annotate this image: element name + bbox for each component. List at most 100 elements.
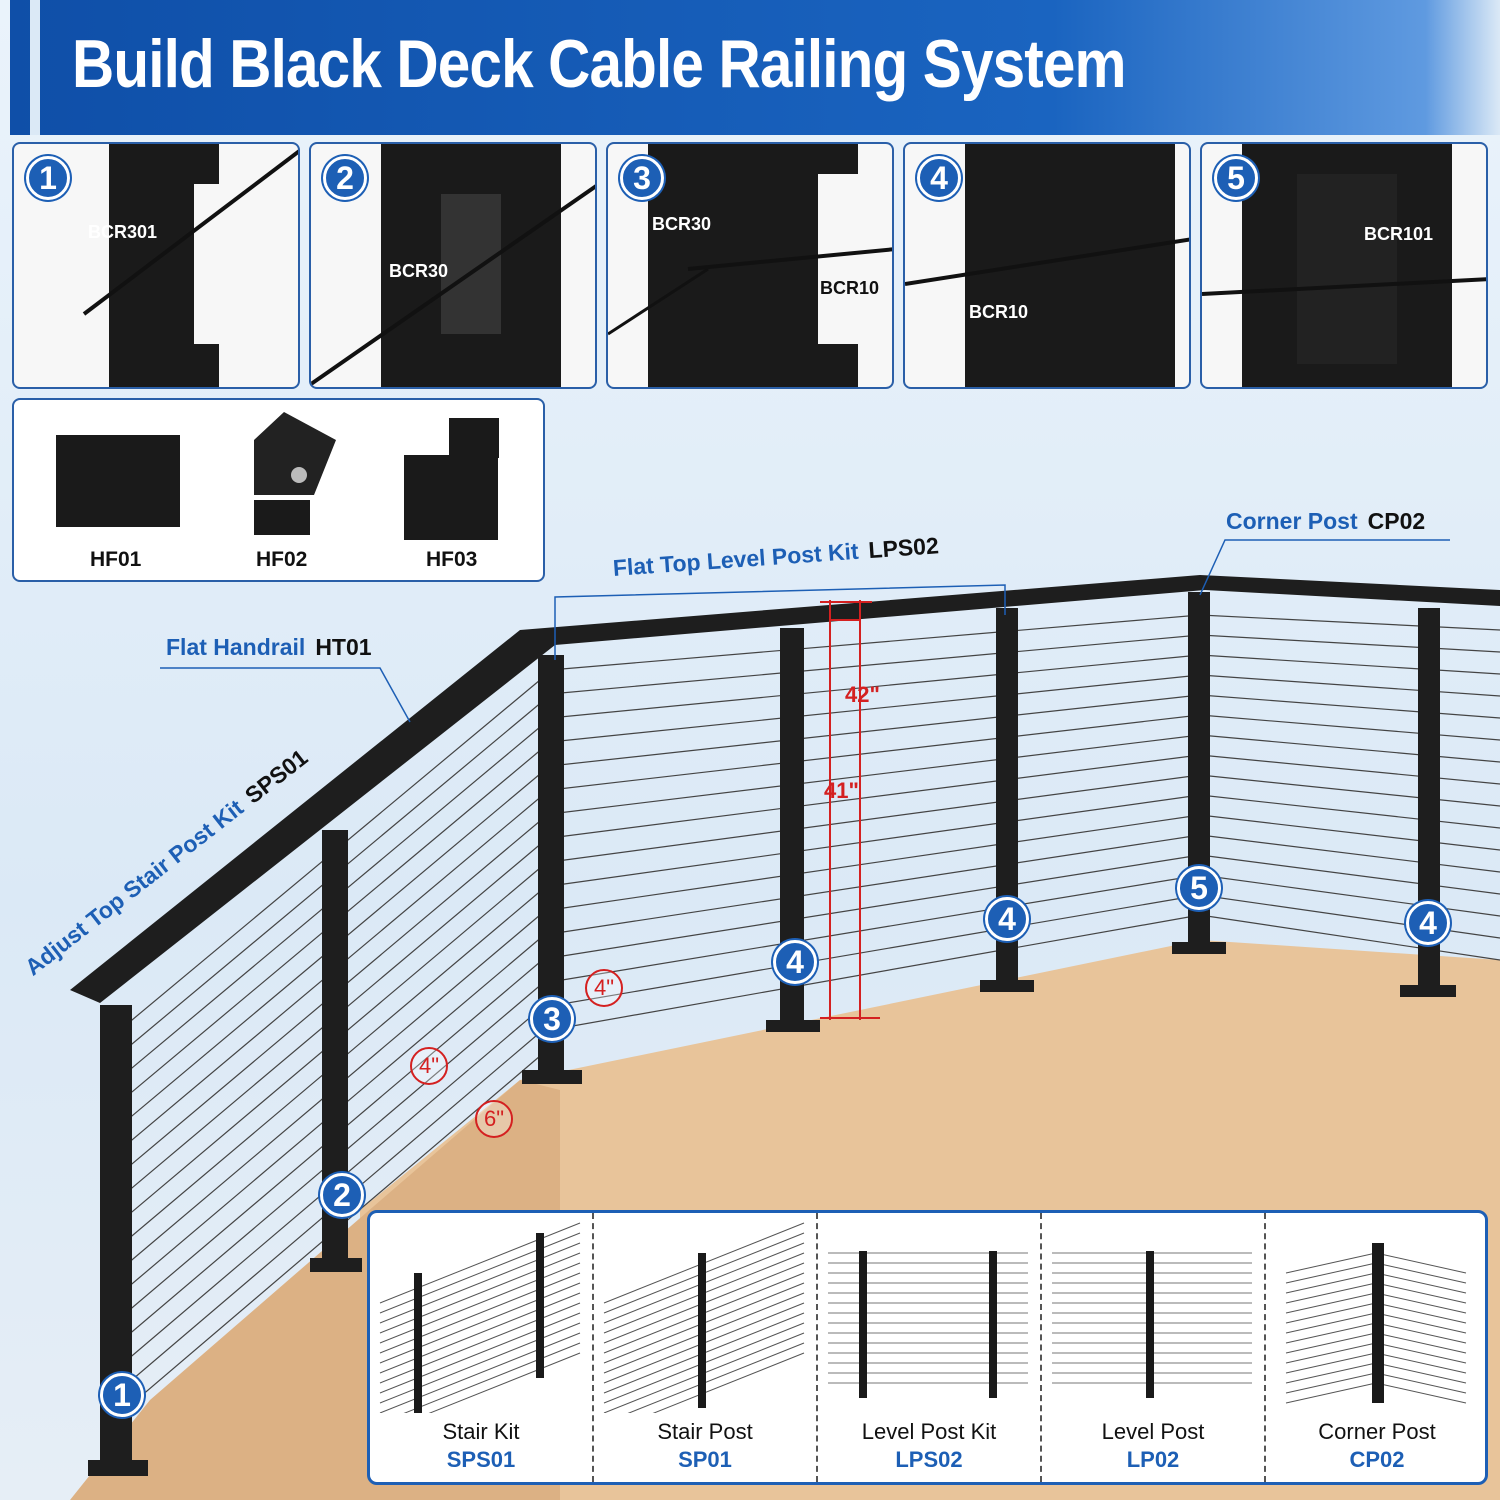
callout-code: HT01 xyxy=(315,634,372,660)
cable xyxy=(1375,1332,1467,1354)
height-dimension xyxy=(820,600,880,1020)
legend-code: LP02 xyxy=(1126,1447,1180,1472)
step-number: 3 xyxy=(620,156,664,200)
handrail xyxy=(70,575,1500,1003)
post xyxy=(1146,1251,1154,1398)
cable xyxy=(379,1322,581,1404)
cable xyxy=(1375,1352,1467,1374)
part-label: BCR10 xyxy=(969,302,1029,322)
hardware-label: HF02 xyxy=(256,548,308,571)
post xyxy=(536,1233,544,1378)
cable xyxy=(1199,714,1500,741)
cable xyxy=(1285,1382,1377,1404)
cable xyxy=(1199,814,1500,851)
marker-4: 4 xyxy=(773,940,817,984)
cable xyxy=(379,1312,581,1394)
cable xyxy=(1199,874,1500,917)
cable xyxy=(1199,774,1500,807)
cable xyxy=(379,1252,581,1334)
marker-2: 2 xyxy=(320,1173,364,1217)
cable xyxy=(1375,1362,1467,1384)
part-label: BCR301 xyxy=(88,222,158,242)
hardware-label: HF01 xyxy=(90,548,142,571)
cable xyxy=(379,1302,581,1384)
cable xyxy=(1375,1312,1467,1334)
cable xyxy=(1375,1372,1467,1394)
title-bar: Build Black Deck Cable Railing System xyxy=(10,0,1500,135)
cable xyxy=(549,674,1201,743)
cable xyxy=(1375,1282,1467,1304)
legend-code: CP02 xyxy=(1349,1447,1405,1472)
cable xyxy=(549,814,1201,911)
legend-name: Level Post Kit xyxy=(861,1419,997,1444)
cable xyxy=(1199,894,1500,939)
cable xyxy=(1285,1372,1377,1394)
cable xyxy=(1375,1302,1467,1324)
post xyxy=(698,1253,706,1408)
part-label: BCR101 xyxy=(1364,224,1434,244)
cable xyxy=(379,1332,581,1414)
cable xyxy=(1285,1332,1377,1354)
legend-name: Corner Post xyxy=(1318,1419,1436,1444)
cable xyxy=(549,614,1201,671)
cable xyxy=(1285,1312,1377,1334)
part-label: BCR10 xyxy=(820,278,880,298)
marker-1: 1 xyxy=(100,1373,144,1417)
cable xyxy=(549,874,1201,983)
cable xyxy=(1285,1342,1377,1364)
detail-panel-2: 2 BCR30 xyxy=(309,142,597,389)
cable xyxy=(549,894,1201,1007)
cable xyxy=(379,1242,581,1324)
page-title: Build Black Deck Cable Railing System xyxy=(72,26,1127,102)
cable xyxy=(1375,1272,1467,1294)
cable xyxy=(1375,1382,1467,1404)
step-number: 2 xyxy=(323,156,367,200)
cable xyxy=(1285,1272,1377,1294)
legend-name: Level Post xyxy=(1101,1419,1205,1444)
legend-name: Stair Post xyxy=(657,1419,753,1444)
legend-code: SPS01 xyxy=(446,1447,516,1472)
detail-panel-1: 1 BCR301 xyxy=(12,142,300,389)
cable-spacing-stair: 4" xyxy=(410,1047,448,1085)
post-height-label: 41" xyxy=(824,778,859,803)
cable xyxy=(1375,1292,1467,1314)
cable xyxy=(1285,1252,1377,1274)
post xyxy=(859,1251,867,1398)
cable xyxy=(379,1272,581,1354)
cable xyxy=(1285,1322,1377,1344)
cable xyxy=(1199,694,1500,719)
hardware-illustrations xyxy=(56,412,499,540)
level-post-illustration xyxy=(1052,1251,1252,1398)
marker-3: 3 xyxy=(530,997,574,1041)
cable xyxy=(549,694,1201,767)
cable xyxy=(1375,1262,1467,1284)
cable xyxy=(549,754,1201,839)
post xyxy=(1372,1243,1384,1403)
cable xyxy=(1199,654,1500,675)
cable xyxy=(1285,1262,1377,1284)
marker-4: 4 xyxy=(1406,901,1450,945)
cable xyxy=(379,1222,581,1304)
cable xyxy=(1375,1252,1467,1274)
cable xyxy=(1285,1362,1377,1384)
cable xyxy=(1199,754,1500,785)
cable xyxy=(379,1292,581,1374)
step-number: 5 xyxy=(1214,156,1258,200)
cable xyxy=(379,1232,581,1314)
corner-post-illustration xyxy=(1285,1243,1467,1404)
cable xyxy=(1199,794,1500,829)
hardware-label: HF03 xyxy=(426,548,478,571)
legend-name: Stair Kit xyxy=(442,1419,520,1444)
bottom-gap: 6" xyxy=(475,1100,513,1138)
cable xyxy=(549,914,1201,1031)
cable xyxy=(1199,674,1500,697)
cable xyxy=(549,714,1201,791)
stair-post-illustration xyxy=(603,1222,805,1434)
cable-spacing-level: 4" xyxy=(585,969,623,1007)
